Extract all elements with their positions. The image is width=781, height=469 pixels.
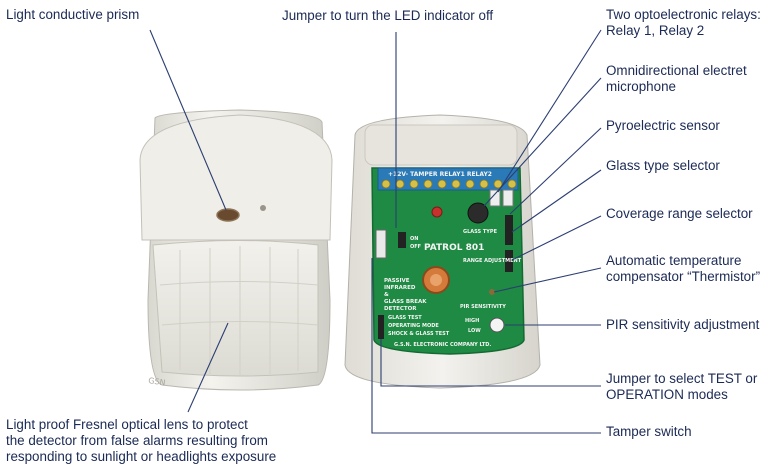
pcb-company: G.S.N. ELECTRONIC COMPANY LTD. (394, 342, 491, 348)
led-component (431, 206, 443, 218)
leader-prism (149, 29, 227, 211)
pcb-shock-glass-test: SHOCK & GLASS TEST (388, 331, 450, 337)
pcb-pir-sensitivity: PIR SENSITIVITY (460, 304, 506, 310)
mode-jumper (378, 315, 384, 339)
label-pir: PIR sensitivity adjustment (606, 317, 760, 332)
thermistor (489, 289, 495, 295)
pcb-model-label: PATROL 801 (424, 243, 484, 253)
label-glass: Glass type selector (606, 158, 720, 173)
leader-coverage (511, 215, 602, 261)
label-prism: Light conductive prism (6, 7, 140, 22)
range-jumper (505, 250, 513, 272)
open-detector: +12V- TAMPER RELAY1 RELAY2 PATROL 801 ON… (344, 114, 541, 389)
leader-pyro (509, 127, 602, 215)
closed-detector: GSN (139, 109, 333, 391)
pcb-high: HIGH (465, 318, 479, 324)
label-tamper: Tamper switch (606, 424, 692, 439)
pcb-led-off: OFF (410, 244, 421, 250)
pcb-operating-mode: OPERATING MODE (388, 323, 439, 329)
label-test-mode: Jumper to select TEST or OPERATION modes (606, 371, 758, 402)
led-jumper (398, 232, 406, 248)
detector-top-cap (139, 114, 333, 241)
relay-2 (502, 189, 514, 207)
label-jumper-led: Jumper to turn the LED indicator off (282, 8, 494, 23)
label-coverage: Coverage range selector (606, 206, 753, 221)
relay-1 (489, 189, 501, 207)
leader-glass (511, 169, 602, 233)
terminal-strip-label: +12V- TAMPER RELAY1 RELAY2 (388, 171, 492, 178)
leader-microphone (483, 77, 602, 207)
leader-thermistor (493, 267, 602, 293)
tamper-switch (375, 229, 387, 259)
pcb-glass-type: GLASS TYPE (463, 229, 498, 235)
terminal-screws (381, 179, 517, 189)
label-pyro: Pyroelectric sensor (606, 118, 720, 133)
pcb-led-on: ON (410, 236, 418, 242)
fresnel-lens (152, 240, 319, 377)
leader-lens (187, 322, 229, 413)
pyroelectric-window (430, 274, 442, 286)
lens-facets (159, 246, 319, 375)
electret-microphone (467, 202, 489, 224)
led-indicator (260, 205, 266, 211)
leader-test-mode (380, 339, 601, 387)
leader-tamper (371, 258, 601, 434)
pcb-glass-test: GLASS TEST (388, 315, 422, 321)
pcb-range-adj: RANGE ADJUSTMENT (463, 258, 522, 264)
label-lens: Light proof Fresnel optical lens to prot… (6, 417, 277, 464)
pir-potentiometer (489, 317, 505, 333)
case-inner-top (364, 124, 518, 166)
prism-window (216, 208, 240, 222)
label-microphone: Omnidirectional electret microphone (606, 63, 747, 94)
housing-logo: GSN (148, 376, 166, 387)
leader-lines (149, 29, 602, 434)
leader-relays (497, 29, 602, 193)
glass-type-jumper (505, 215, 513, 245)
pcb-low: LOW (468, 328, 481, 334)
label-relays: Two optoelectronic relays: Relay 1, Rela… (606, 7, 761, 38)
label-thermistor: Automatic temperature compensator “Therm… (606, 253, 761, 284)
